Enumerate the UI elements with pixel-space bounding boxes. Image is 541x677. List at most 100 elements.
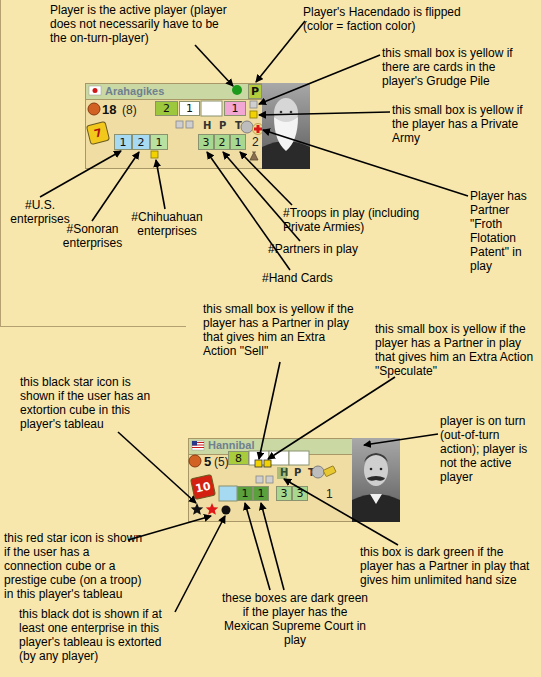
empty-box (289, 451, 309, 465)
box-value: 2 (163, 103, 170, 114)
portrait-hair (364, 453, 388, 462)
leader-arrow (259, 112, 390, 115)
annotation-text: Player's Hacendado is flipped (color = f… (303, 5, 493, 33)
small-box (151, 151, 158, 158)
annotation-text: Player has Partner "Froth Flotation Pate… (470, 189, 538, 273)
flag-icon (93, 88, 98, 93)
enterprise-count: 1 (114, 134, 132, 150)
enterprise-count: 2 (132, 134, 150, 150)
enterprise-count: 1 (150, 134, 168, 150)
count-box: 2 (214, 134, 230, 150)
on-turn-dot (352, 440, 362, 450)
die: 7 (86, 121, 110, 145)
portrait-eye (370, 468, 373, 471)
box-value: 2 (138, 137, 145, 148)
portrait-head (364, 454, 388, 486)
box-value: 2 (219, 137, 226, 148)
die: 10 (190, 474, 216, 500)
panel-text: 5 (204, 454, 211, 469)
leader-arrow (223, 152, 300, 241)
panel-text: T (308, 467, 315, 478)
portrait (352, 438, 400, 522)
active-dot (232, 85, 242, 95)
leader-arrow (263, 130, 468, 196)
panel-text: P (294, 467, 301, 478)
portrait-mustache (367, 476, 385, 481)
annotation-text: #Chihuahuan enterprises (122, 210, 212, 238)
black-dot (222, 506, 231, 515)
empty-box (249, 451, 269, 465)
panel-text: 18 (102, 102, 116, 117)
annotation-text: Player is the active player (player does… (50, 3, 232, 45)
panel-text: T (235, 120, 242, 131)
frame-line (0, 0, 1, 326)
sell-box (255, 460, 262, 467)
coin-icon (241, 121, 253, 133)
grudge-box (250, 101, 257, 108)
cross-icon (254, 125, 262, 133)
panel-text: (5) (214, 455, 229, 469)
panel-text: H (203, 120, 211, 131)
portrait (262, 83, 310, 169)
leader-arrow (284, 479, 398, 545)
annotation-text: this red star icon is shown if the user … (4, 531, 144, 601)
empty-box (269, 451, 289, 465)
empty-box (201, 101, 222, 116)
leader-arrow (256, 21, 305, 82)
leader-arrow (195, 45, 233, 86)
box-value: 1 (186, 103, 193, 114)
box-value: 3 (203, 137, 210, 148)
annotation-text: this black dot is shown if at least one … (19, 607, 179, 663)
box-value: 1 (242, 488, 249, 499)
annotation-text: #Hand Cards (262, 271, 333, 285)
track-box: 1 (224, 101, 246, 116)
flag-icon (192, 441, 204, 450)
leader-arrow (175, 516, 225, 612)
black-star (191, 503, 204, 515)
empty-box (219, 486, 237, 501)
coin-icon (189, 455, 201, 467)
box-value: 10 (194, 480, 211, 494)
annotation-text: this small box is yellow if the player h… (392, 103, 532, 145)
box-value: 1 (156, 137, 163, 148)
portrait-head (274, 98, 298, 128)
leader-arrow (207, 152, 290, 270)
box-value: 1 (235, 137, 242, 148)
portrait-collar (370, 494, 382, 504)
portrait-beard (274, 117, 298, 151)
annotation-text: #Troops in play (including Private Armie… (283, 206, 425, 234)
box-value: 1 (258, 488, 265, 499)
track-box: 2 (155, 101, 178, 116)
flag-stripes (192, 443, 204, 448)
coin-icon (88, 103, 100, 115)
portrait-bg (352, 438, 400, 522)
hand-size-box (277, 467, 287, 479)
army-box (250, 111, 257, 118)
small-box (186, 121, 193, 128)
box-value: P (251, 86, 259, 97)
panel-text: 1 (326, 487, 333, 501)
box-value: 3 (297, 488, 304, 499)
leader-arrow (268, 377, 395, 459)
portrait-suit (352, 494, 400, 522)
leader-arrow (245, 503, 270, 590)
panel-text: (8) (122, 103, 137, 117)
panel-text: Hannibal (208, 439, 254, 451)
box-value: 8 (235, 453, 242, 464)
leader-arrow (240, 152, 292, 205)
small-box (266, 476, 273, 483)
annotation-text: #Partners in play (268, 242, 358, 256)
leader-arrow (259, 55, 380, 104)
partner-icon (253, 124, 264, 135)
player-panel: Hannibal5(5)HPT18101133 (188, 438, 400, 522)
annotation-text: player is on turn (out-of-turn action); … (440, 414, 538, 484)
leader-lines (40, 21, 468, 612)
portrait-eye (290, 111, 293, 114)
annotation-text: this small box is yellow if the player h… (375, 322, 540, 378)
portrait-bg (262, 83, 310, 169)
panel-text: H (280, 467, 288, 478)
small-box (176, 121, 183, 128)
annotation-text: #U.S. enterprises (5, 198, 75, 226)
annotation-text: #Sonoran enterprises (55, 222, 130, 250)
